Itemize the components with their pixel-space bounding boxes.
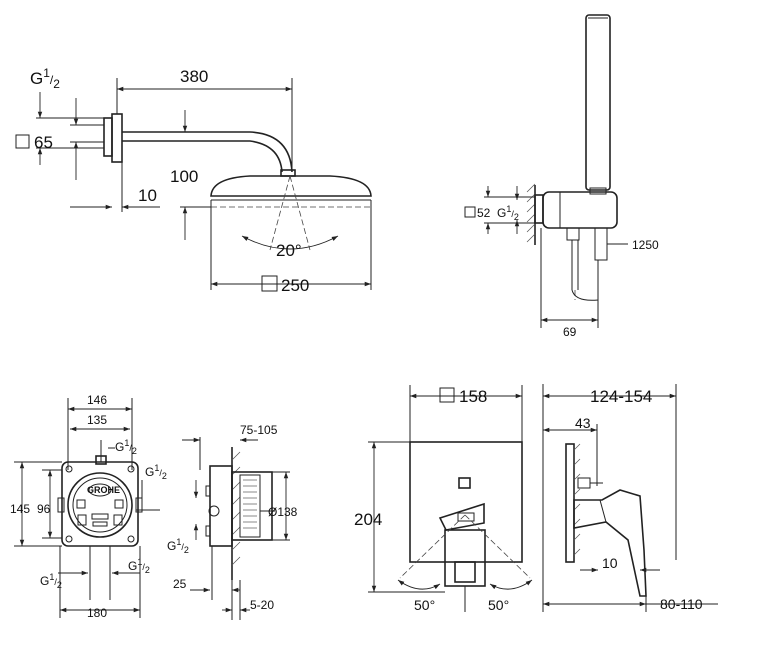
shower-head-view: G1/2 65 380 100 10 (15, 66, 372, 295)
wall-gap-label: 10 (138, 186, 157, 205)
concealed-body-front-view: 146 135 G1/2 G1/2 GROHE 145 (10, 393, 167, 620)
top-thread-label: G1/2 (115, 438, 137, 456)
cover-range-label: 5-20 (250, 598, 274, 612)
width-inner-label: 135 (87, 413, 107, 427)
square-symbol (15, 134, 30, 149)
angle-left-label: 50° (414, 597, 435, 613)
trim-front-view: 158 50° 50° 204 (354, 385, 533, 613)
lever-gap-label: 10 (602, 555, 618, 571)
square-symbol (261, 275, 278, 292)
wall-square-label: 52 (477, 206, 491, 220)
brand-label: GROHE (87, 485, 120, 495)
drop-label: 100 (170, 167, 198, 186)
angle-right-label: 50° (488, 597, 509, 613)
hose-length-label: 1250 (632, 238, 659, 252)
right-thread-label: G1/2 (145, 463, 167, 481)
body-side-view: 75-105 Ø138 G1/2 (167, 423, 298, 620)
diameter-label: Ø138 (268, 505, 298, 519)
square-symbol (439, 387, 455, 403)
shower-thread-label: G1/2 (30, 66, 60, 91)
cover-range-label: 80-110 (660, 596, 703, 612)
hand-thread-label: G1/2 (497, 204, 519, 222)
rosette-square-label: 65 (34, 133, 53, 152)
arm-length-label: 380 (180, 67, 208, 86)
projection-label: 69 (563, 325, 577, 339)
height-inner-label: 96 (37, 502, 51, 516)
swivel-angle-label: 20° (276, 241, 302, 260)
height-outer-label: 145 (10, 502, 30, 516)
plate-square-label: 158 (459, 387, 487, 406)
bottom-right-thread-label: G1/2 (128, 557, 150, 575)
square-symbol (464, 206, 476, 218)
side-thread-label: G1/2 (167, 537, 189, 555)
depth-range-label: 75-105 (240, 423, 278, 437)
bottom-width-label: 180 (87, 606, 107, 620)
width-outer-label: 146 (87, 393, 107, 407)
plate-height-label: 204 (354, 510, 382, 529)
head-square-label: 250 (281, 276, 309, 295)
bottom-offset-label: 25 (173, 577, 187, 591)
projection-range-label: 124-154 (590, 387, 652, 406)
stem-offset-label: 43 (575, 415, 591, 431)
bottom-left-thread-label: G1/2 (40, 572, 62, 590)
hand-shower-view: 52 G1/2 1250 69 (464, 14, 659, 339)
trim-side-view: 124-154 43 10 80-110 (542, 384, 718, 612)
